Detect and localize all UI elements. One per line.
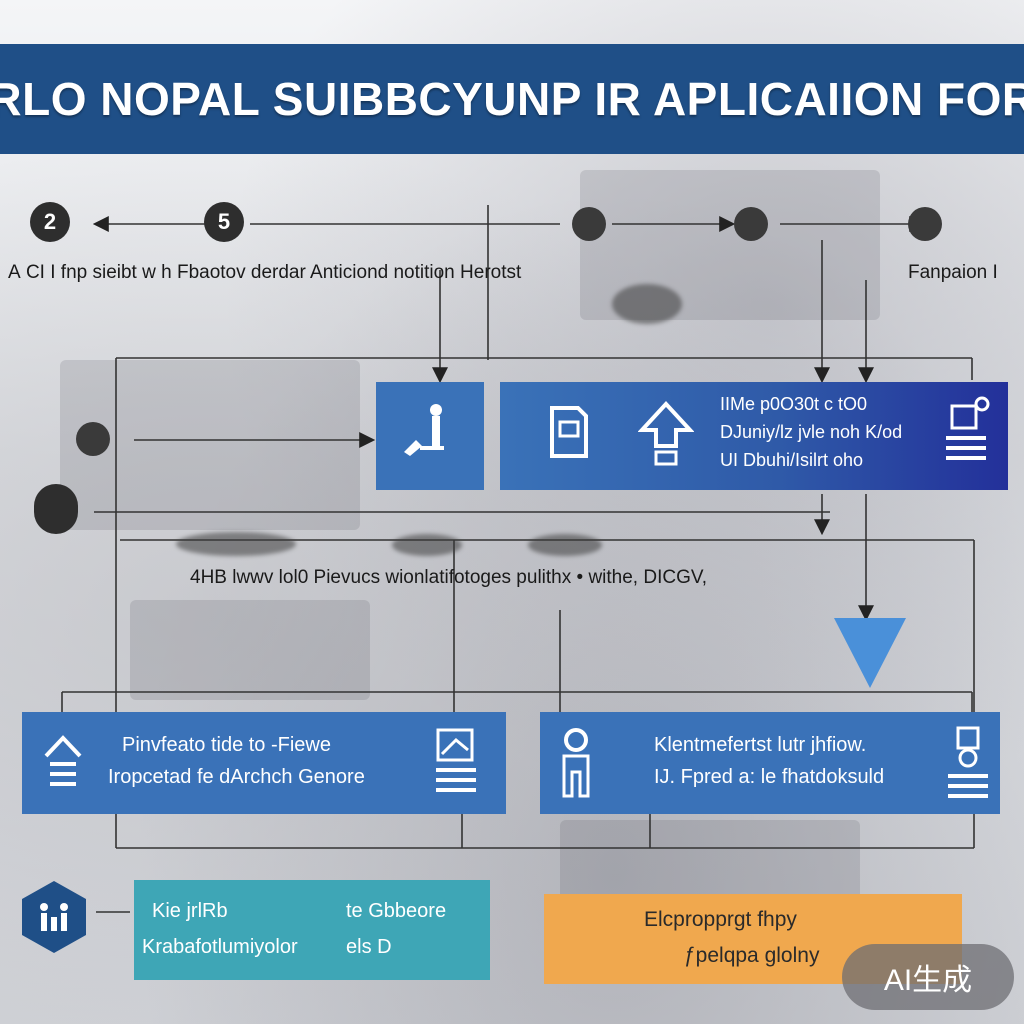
stack-icon bbox=[948, 726, 988, 798]
lower-right-line-2: IJ. Fpred a: le fhatdoksuld bbox=[654, 766, 885, 788]
house-icon bbox=[44, 735, 82, 786]
lower-left-line-1: Pinvfeato tide to -Fiewe bbox=[122, 734, 331, 756]
top-caption-left: A CI I fnp sieibt w h Fbaotov derdar Ant… bbox=[8, 262, 522, 283]
top-caption-right: Fanpaion I bbox=[908, 262, 998, 283]
teal-line-3: Krabafotlumiyolor bbox=[142, 936, 298, 958]
node-dot bbox=[572, 207, 606, 241]
node-bubble bbox=[34, 484, 78, 534]
blurred-mark bbox=[392, 534, 462, 556]
banner-title: RLO NOPAL SUIBBCYUNP IR APLICAIION FOR bbox=[0, 73, 1024, 125]
teal-line-4: els D bbox=[346, 936, 392, 958]
upload-arrow-icon bbox=[638, 401, 694, 466]
node-dot bbox=[908, 207, 942, 241]
process-line-2: DJuniy/lz jvle noh K/od bbox=[720, 422, 903, 442]
node-dot bbox=[734, 207, 768, 241]
document-icon bbox=[550, 406, 588, 458]
lower-right-line-1: Klentmefertst lutr jhfiow. bbox=[654, 734, 867, 756]
middle-caption: 4HB lwwv lol0 Pievucs wionlatifotoges pu… bbox=[190, 567, 708, 588]
step-bubble-5: 5 bbox=[204, 202, 244, 242]
node-dot bbox=[76, 422, 110, 456]
teal-info-box: Kie jrlRb te Gbbeore Krabafotlumiyolor e… bbox=[134, 880, 490, 980]
person-icon bbox=[404, 404, 444, 456]
process-line-3: UI Dbuhi/Isilrt oho bbox=[720, 450, 864, 470]
person-outline-icon bbox=[562, 728, 590, 798]
process-detail-box: IIMe p0O30t c tO0 DJuniy/lz jvle noh K/o… bbox=[500, 382, 1008, 490]
background-shape bbox=[60, 360, 360, 530]
process-step-box bbox=[376, 382, 484, 490]
ai-generated-badge: AI生成 bbox=[842, 944, 1014, 1010]
lower-right-box: Klentmefertst lutr jhfiow. IJ. Fpred a: … bbox=[540, 712, 1000, 814]
process-line-1: IIMe p0O30t c tO0 bbox=[720, 394, 868, 414]
background-shape bbox=[130, 600, 370, 700]
title-banner: RLO NOPAL SUIBBCYUNP IR APLICAIION FOR bbox=[0, 44, 1024, 154]
stack-icon bbox=[946, 396, 990, 460]
orange-line-2: ƒpelqpa glolny bbox=[684, 944, 820, 967]
lower-left-box: Pinvfeato tide to -Fiewe Iropcetad fe dA… bbox=[22, 712, 506, 814]
blurred-mark bbox=[612, 284, 682, 324]
step-bubble-2: 2 bbox=[30, 202, 70, 242]
gear-hand-icon bbox=[436, 728, 476, 792]
teal-line-2: te Gbbeore bbox=[346, 900, 447, 922]
blurred-mark bbox=[528, 534, 602, 556]
blurred-mark bbox=[176, 532, 296, 556]
lower-left-line-2: Iropcetad fe dArchch Genore bbox=[108, 766, 365, 788]
people-icon bbox=[40, 903, 68, 931]
teal-line-1: Kie jrlRb bbox=[152, 900, 228, 922]
orange-line-1: Elcpropprgt fhpy bbox=[644, 908, 797, 931]
